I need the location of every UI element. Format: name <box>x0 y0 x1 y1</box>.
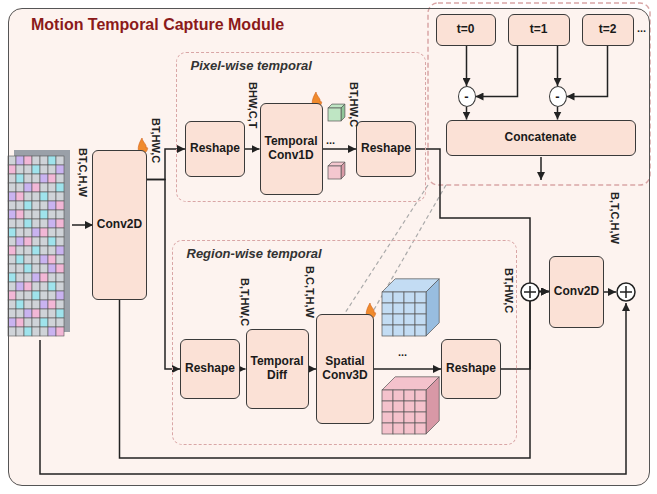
feature-map <box>8 150 70 336</box>
ellipsis-mark: ... <box>637 22 646 35</box>
node-text: Reshape <box>446 362 496 376</box>
node-text: Conv2D <box>97 218 142 232</box>
node-text: Spatial Conv3D <box>320 355 370 383</box>
shape-label: B,T,HW,C <box>238 278 251 326</box>
shape-label: BT,C,H,W <box>76 148 89 197</box>
node-text: Reshape <box>190 142 240 156</box>
residual-wire <box>40 303 626 474</box>
flow-arrow <box>323 148 357 150</box>
module-frame: Motion Temporal Capture Module t=0 t=1 t=2 -… <box>8 8 650 486</box>
group-frame: Region-wise temporalReshape Temporal Diff… <box>172 240 517 445</box>
node-text: Reshape <box>361 142 411 156</box>
shape-label: BHW,C,T <box>246 82 259 128</box>
process-box: t=0 <box>436 14 496 46</box>
flow-arrow <box>240 368 246 370</box>
module-ground <box>8 8 650 486</box>
ellipsis-mark: ... <box>398 346 407 359</box>
process-box: Reshape <box>441 339 501 399</box>
shape-label: BT,HW,C <box>347 82 360 127</box>
zoom-frame <box>428 3 650 185</box>
node-text: Reshape <box>185 362 235 376</box>
process-box: Conv2D <box>92 150 147 300</box>
process-box: t=2 <box>582 14 634 46</box>
flow-arrow <box>466 46 468 87</box>
process-box: Conv2D <box>549 256 604 328</box>
input-arrow <box>72 224 93 226</box>
node-text: - <box>464 90 468 103</box>
flow-arrow <box>120 292 550 459</box>
node-text: t=1 <box>530 23 548 37</box>
flow-arrow <box>245 148 260 150</box>
flow-arrow <box>309 368 317 370</box>
node-text: Temporal Diff <box>250 355 305 383</box>
node-text: Concatenate <box>504 131 576 145</box>
process-box: Concatenate <box>446 120 636 156</box>
node-text: Region-wise temporal <box>187 246 322 261</box>
node-text: t=2 <box>599 23 617 37</box>
node-text: Temporal Conv1D <box>264 135 319 163</box>
concat-output <box>540 157 542 180</box>
sum-symbol <box>521 283 539 301</box>
flow-arrow <box>147 180 180 370</box>
flow-arrow <box>557 46 559 87</box>
process-box: Temporal Conv1D <box>260 103 323 195</box>
node-text: Pixel-wise temporal <box>191 58 312 73</box>
node-text: - <box>555 90 559 103</box>
node-text: t=0 <box>457 23 475 37</box>
shape-label: B,T,C,H,W <box>608 192 621 244</box>
subtract-circle: - <box>549 86 567 107</box>
shape-label: BT,HW,C <box>149 118 162 163</box>
zoom-line <box>345 185 428 313</box>
flow-arrow <box>374 368 441 370</box>
process-box: t=1 <box>508 14 570 46</box>
process-box: Temporal Diff <box>246 329 309 409</box>
flow-arrow <box>466 107 468 120</box>
shape-label: BT,HW,C <box>502 268 515 313</box>
flow-arrow <box>476 46 518 97</box>
process-box: Reshape <box>180 339 240 399</box>
flow-arrow <box>557 107 559 120</box>
sum-symbol <box>617 283 635 301</box>
group-frame: Pixel-wise temporalReshape Temporal Conv1… <box>176 52 426 202</box>
shape-label: B,C,T,H,W <box>303 266 316 318</box>
ellipsis-mark: ... <box>326 134 335 147</box>
node-text: Conv2D <box>554 285 599 299</box>
flow-arrow <box>567 46 608 97</box>
process-box: Reshape <box>185 121 245 177</box>
flow-arrow <box>416 149 549 292</box>
process-box: Spatial Conv3D <box>316 314 374 424</box>
subtract-circle: - <box>458 86 476 107</box>
node-text: Motion Temporal Capture Module <box>31 16 284 34</box>
process-box: Reshape <box>356 121 416 177</box>
conv-out-wire <box>602 291 616 293</box>
